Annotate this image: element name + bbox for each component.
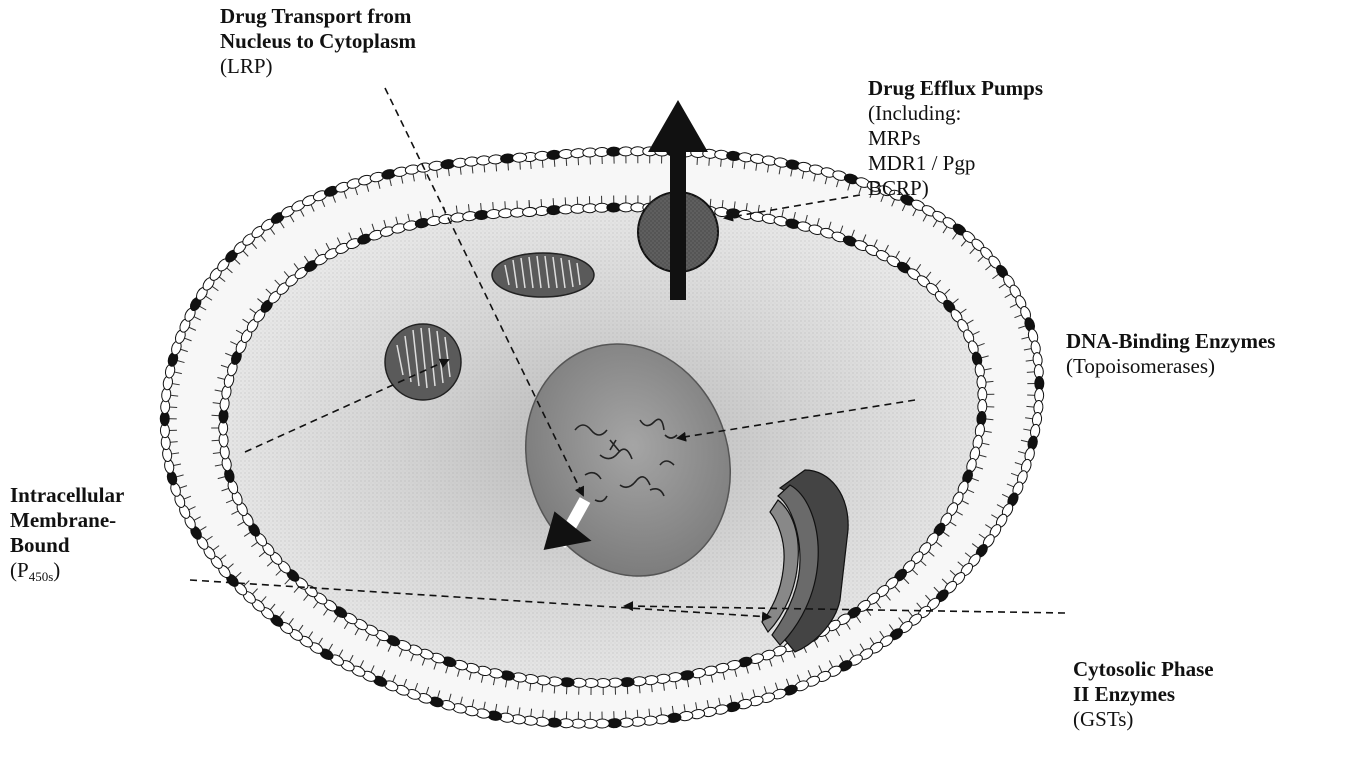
label-drug-transport-detail: (LRP) — [220, 54, 416, 79]
label-efflux-pumps: Drug Efflux Pumps (Including: MRPs MDR1 … — [868, 76, 1043, 201]
label-cytosolic: Cytosolic Phase II Enzymes (GSTs) — [1073, 657, 1214, 732]
label-efflux-title: Drug Efflux Pumps — [868, 76, 1043, 101]
label-efflux-detail-4: BCRP) — [868, 176, 1043, 201]
label-cytosolic-title-2: II Enzymes — [1073, 682, 1214, 707]
label-efflux-detail-1: (Including: — [868, 101, 1043, 126]
label-intracellular: Intracellular Membrane- Bound (P450s) — [10, 483, 124, 589]
label-intracellular-detail: (P450s) — [10, 558, 124, 589]
label-intracellular-title-1: Intracellular — [10, 483, 124, 508]
label-cytosolic-title-1: Cytosolic Phase — [1073, 657, 1214, 682]
label-drug-transport: Drug Transport from Nucleus to Cytoplasm… — [220, 4, 416, 79]
label-drug-transport-title-1: Drug Transport from — [220, 4, 416, 29]
label-efflux-detail-2: MRPs — [868, 126, 1043, 151]
label-intracellular-detail-open: (P — [10, 558, 29, 582]
label-intracellular-title-2: Membrane- — [10, 508, 124, 533]
phospholipid-head — [522, 207, 536, 217]
phospholipid-head — [512, 153, 527, 163]
label-efflux-detail-3: MDR1 / Pgp — [868, 151, 1043, 176]
label-dna-binding-detail: (Topoisomerases) — [1066, 354, 1275, 379]
label-dna-binding: DNA-Binding Enzymes (Topoisomerases) — [1066, 329, 1275, 379]
label-intracellular-detail-sub: 450s — [29, 569, 54, 584]
label-drug-transport-title-2: Nucleus to Cytoplasm — [220, 29, 416, 54]
mitochondrion-upper — [492, 253, 594, 297]
label-intracellular-title-3: Bound — [10, 533, 124, 558]
label-dna-binding-title: DNA-Binding Enzymes — [1066, 329, 1275, 354]
label-cytosolic-detail: (GSTs) — [1073, 707, 1214, 732]
label-intracellular-detail-close: ) — [53, 558, 60, 582]
mitochondrion-left — [385, 324, 461, 400]
